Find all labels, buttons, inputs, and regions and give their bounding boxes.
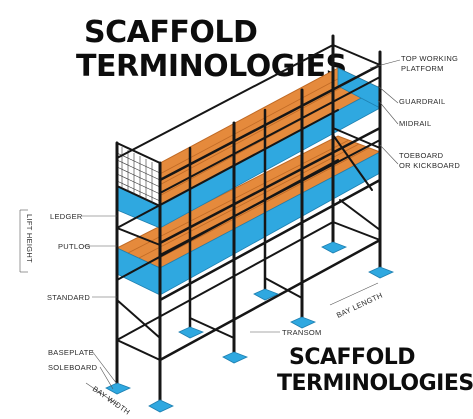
scaffold-frame xyxy=(115,34,382,405)
mesh-gate xyxy=(116,141,161,208)
title-line-2: TERMINOLOGIES xyxy=(76,49,347,84)
label-bay-length: BAY LENGTH xyxy=(335,291,384,320)
label-midrail: MIDRAIL xyxy=(399,119,432,128)
top-working-platform xyxy=(115,67,382,229)
base-plates xyxy=(105,241,395,413)
label-soleboard: SOLEBOARD xyxy=(48,363,98,372)
leader-lines xyxy=(19,59,401,406)
label-putlog: PUTLOG xyxy=(58,242,91,251)
label-baseplate: BASEPLATE xyxy=(48,348,94,357)
footer-title-line-1: SCAFFOLD xyxy=(289,345,416,370)
label-lift-height: LIFT HEIGHT xyxy=(25,214,34,263)
label-standard: STANDARD xyxy=(47,293,90,302)
label-toeboard-1: TOEBOARD xyxy=(399,151,444,160)
label-top-working-platform-2: PLATFORM xyxy=(401,64,444,73)
label-transom: TRANSOM xyxy=(282,328,322,337)
footer-title-line-2: TERMINOLOGIES xyxy=(277,371,473,396)
label-ledger: LEDGER xyxy=(50,212,83,221)
label-top-working-platform-1: TOP WORKING xyxy=(401,54,458,63)
label-toeboard-2: OR KICKBOARD xyxy=(399,161,460,170)
title-line-1: SCAFFOLD xyxy=(84,15,258,50)
label-guardrail: GUARDRAIL xyxy=(399,97,445,106)
